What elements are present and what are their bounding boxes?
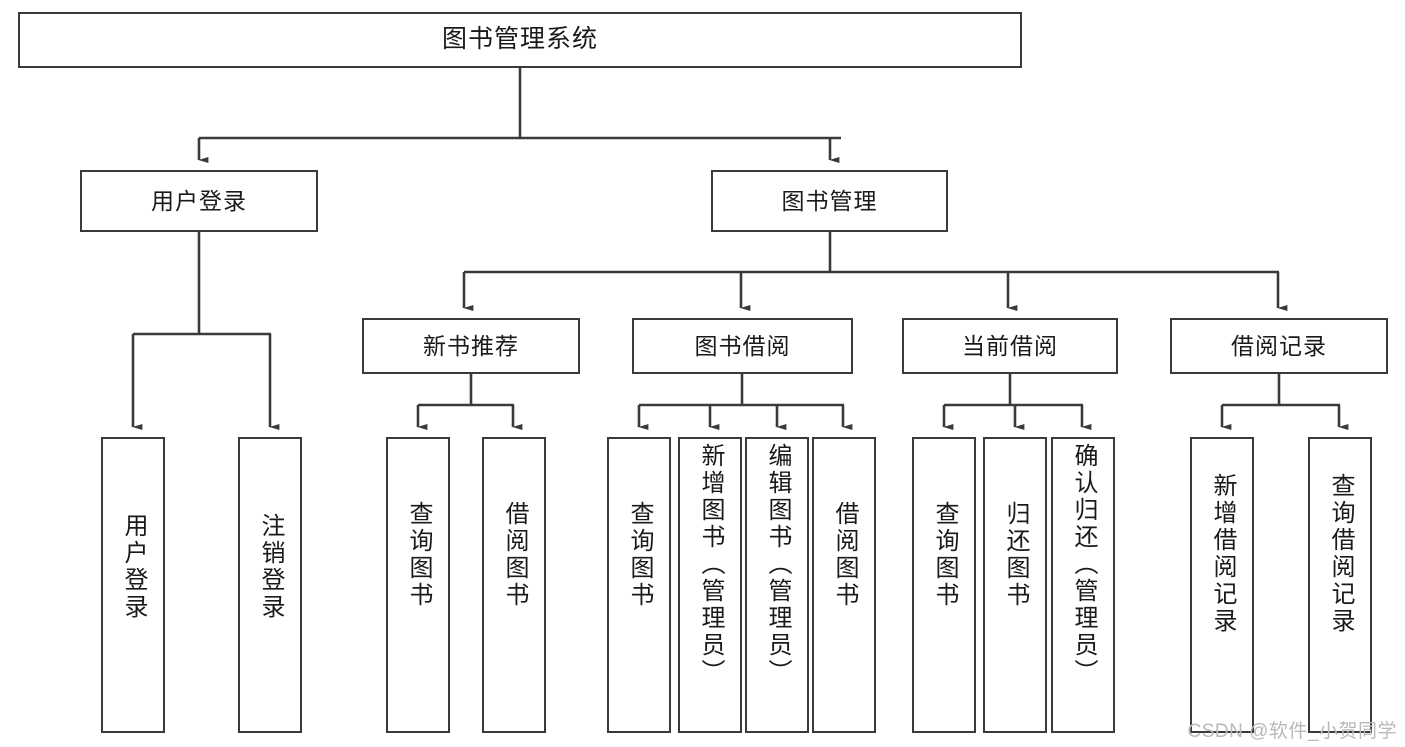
node-leaf-return-book-label: 归还图书	[1002, 501, 1029, 609]
node-borrow-record-label: 借阅记录	[1231, 332, 1327, 359]
node-leaf-query-borrow-record-label: 查询借阅记录	[1327, 473, 1354, 635]
node-leaf-query-book-1-label: 查询图书	[405, 501, 432, 609]
node-leaf-query-borrow-record[interactable]: 查询借阅记录	[1308, 437, 1372, 733]
node-book-borrow[interactable]: 图书借阅	[632, 318, 853, 374]
watermark-text: CSDN @软件_小贺同学	[1187, 721, 1397, 742]
node-root-label: 图书管理系统	[441, 25, 598, 54]
node-leaf-borrow-book-1[interactable]: 借阅图书	[482, 437, 546, 733]
node-leaf-add-book-admin-label: 新增图书（管理员）	[697, 443, 724, 686]
node-leaf-confirm-return-admin[interactable]: 确认归还（管理员）	[1051, 437, 1115, 733]
node-leaf-query-book-1[interactable]: 查询图书	[386, 437, 450, 733]
node-current-borrow-label: 当前借阅	[962, 332, 1058, 359]
node-book-manage[interactable]: 图书管理	[711, 170, 948, 232]
node-leaf-user-login[interactable]: 用户登录	[101, 437, 165, 733]
node-leaf-borrow-book-2-label: 借阅图书	[831, 501, 858, 609]
node-user-login[interactable]: 用户登录	[80, 170, 318, 232]
node-new-book-recommend-label: 新书推荐	[423, 332, 519, 359]
node-leaf-query-book-2[interactable]: 查询图书	[607, 437, 671, 733]
node-leaf-logout-login[interactable]: 注销登录	[238, 437, 302, 733]
node-leaf-add-book-admin[interactable]: 新增图书（管理员）	[678, 437, 742, 733]
node-leaf-query-book-3-label: 查询图书	[931, 501, 958, 609]
node-leaf-logout-login-label: 注销登录	[257, 513, 284, 621]
node-new-book-recommend[interactable]: 新书推荐	[362, 318, 580, 374]
node-leaf-edit-book-admin[interactable]: 编辑图书（管理员）	[745, 437, 809, 733]
node-leaf-user-login-label: 用户登录	[120, 513, 147, 621]
node-leaf-confirm-return-admin-label: 确认归还（管理员）	[1070, 443, 1097, 686]
node-leaf-add-borrow-record-label: 新增借阅记录	[1209, 473, 1236, 635]
node-leaf-return-book[interactable]: 归还图书	[983, 437, 1047, 733]
node-current-borrow[interactable]: 当前借阅	[902, 318, 1118, 374]
node-leaf-borrow-book-2[interactable]: 借阅图书	[812, 437, 876, 733]
node-leaf-query-book-3[interactable]: 查询图书	[912, 437, 976, 733]
node-leaf-add-borrow-record[interactable]: 新增借阅记录	[1190, 437, 1254, 733]
node-borrow-record[interactable]: 借阅记录	[1170, 318, 1388, 374]
node-book-borrow-label: 图书借阅	[694, 332, 791, 359]
node-leaf-borrow-book-1-label: 借阅图书	[501, 501, 528, 609]
node-leaf-edit-book-admin-label: 编辑图书（管理员）	[764, 443, 791, 686]
node-leaf-query-book-2-label: 查询图书	[626, 501, 653, 609]
node-user-login-label: 用户登录	[151, 187, 247, 214]
node-root[interactable]: 图书管理系统	[18, 12, 1022, 68]
node-book-manage-label: 图书管理	[781, 187, 878, 214]
